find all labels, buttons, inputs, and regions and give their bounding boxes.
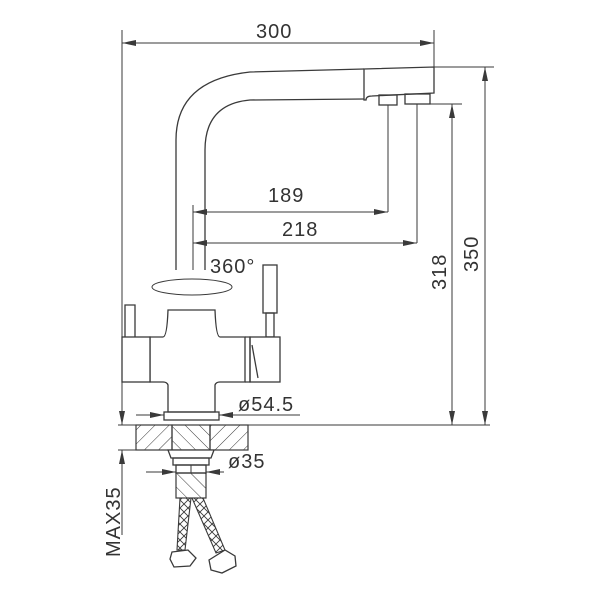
dimension-label-35: ø35 <box>228 451 265 473</box>
countertop-section <box>118 424 490 451</box>
dimension-max-deck-thickness: MAX35 <box>103 405 125 557</box>
dimension-spout-reach: 189 218 <box>192 185 417 270</box>
dimension-shank-diameter: ø35 <box>146 451 265 475</box>
mounting-shank <box>167 449 215 499</box>
faucet-body <box>121 264 281 421</box>
dimension-label-318: 318 <box>429 254 451 290</box>
rotation-label: 360° <box>210 256 255 278</box>
rotation-indicator: 360° <box>151 256 255 296</box>
faucet-spout <box>175 66 435 270</box>
dimension-label-189: 189 <box>268 185 304 207</box>
dimension-label-max35: MAX35 <box>103 486 125 557</box>
dimension-base-diameter: ø54.5 <box>136 394 300 418</box>
dimension-label-300: 300 <box>256 21 292 43</box>
supply-hoses <box>169 497 237 574</box>
dimension-heights: 318 350 <box>429 66 494 425</box>
dimension-label-350: 350 <box>461 236 483 272</box>
dimension-label-218: 218 <box>282 219 318 241</box>
dimension-label-54-5: ø54.5 <box>238 394 294 416</box>
